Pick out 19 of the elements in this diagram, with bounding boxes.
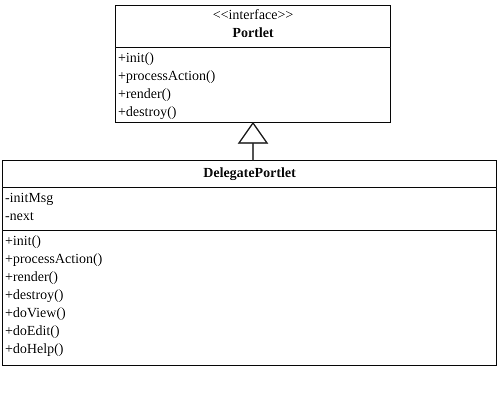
member-text: -initMsg: [4, 190, 54, 208]
inheritance-arrow: [238, 122, 268, 160]
member-text: -next: [4, 208, 35, 226]
member-text: +destroy(): [117, 104, 178, 122]
member-text: +processAction(): [4, 251, 104, 269]
class-name: Portlet: [231, 25, 275, 43]
class-box: [2, 160, 497, 366]
member-text: +render(): [4, 269, 59, 287]
member-text: +doEdit(): [4, 323, 61, 341]
member-text: +processAction(): [117, 68, 216, 86]
member-text: +init(): [117, 50, 155, 68]
member-text: +doView(): [4, 305, 67, 323]
member-text: +render(): [117, 86, 172, 104]
member-text: +init(): [4, 233, 42, 251]
stereotype-label: <<interface>>: [212, 7, 294, 25]
class-box: [115, 5, 391, 123]
member-text: +destroy(): [4, 287, 64, 305]
class-name: DelegatePortlet: [202, 165, 297, 183]
member-text: +doHelp(): [4, 341, 64, 359]
